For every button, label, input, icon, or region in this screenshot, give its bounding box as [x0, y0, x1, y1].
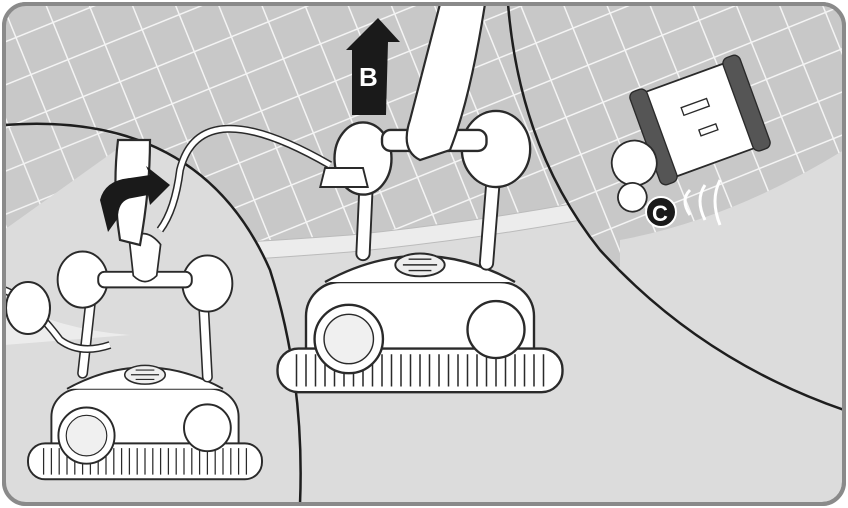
label-b-badge: B [359, 62, 378, 92]
panel-c-divider [506, 4, 844, 412]
curved-arrow-icon [100, 166, 170, 232]
robot-panel-c [610, 54, 771, 213]
label-c-badge: C [645, 196, 677, 228]
label-a: A [119, 201, 136, 228]
robot-panel-a [27, 232, 263, 481]
label-b: B [359, 62, 378, 92]
label-a-badge: A [119, 201, 136, 228]
panel-a-divider [4, 122, 302, 504]
up-arrow-icon [346, 18, 400, 115]
label-c: C [652, 201, 668, 226]
motion-lines-icon [683, 179, 722, 226]
